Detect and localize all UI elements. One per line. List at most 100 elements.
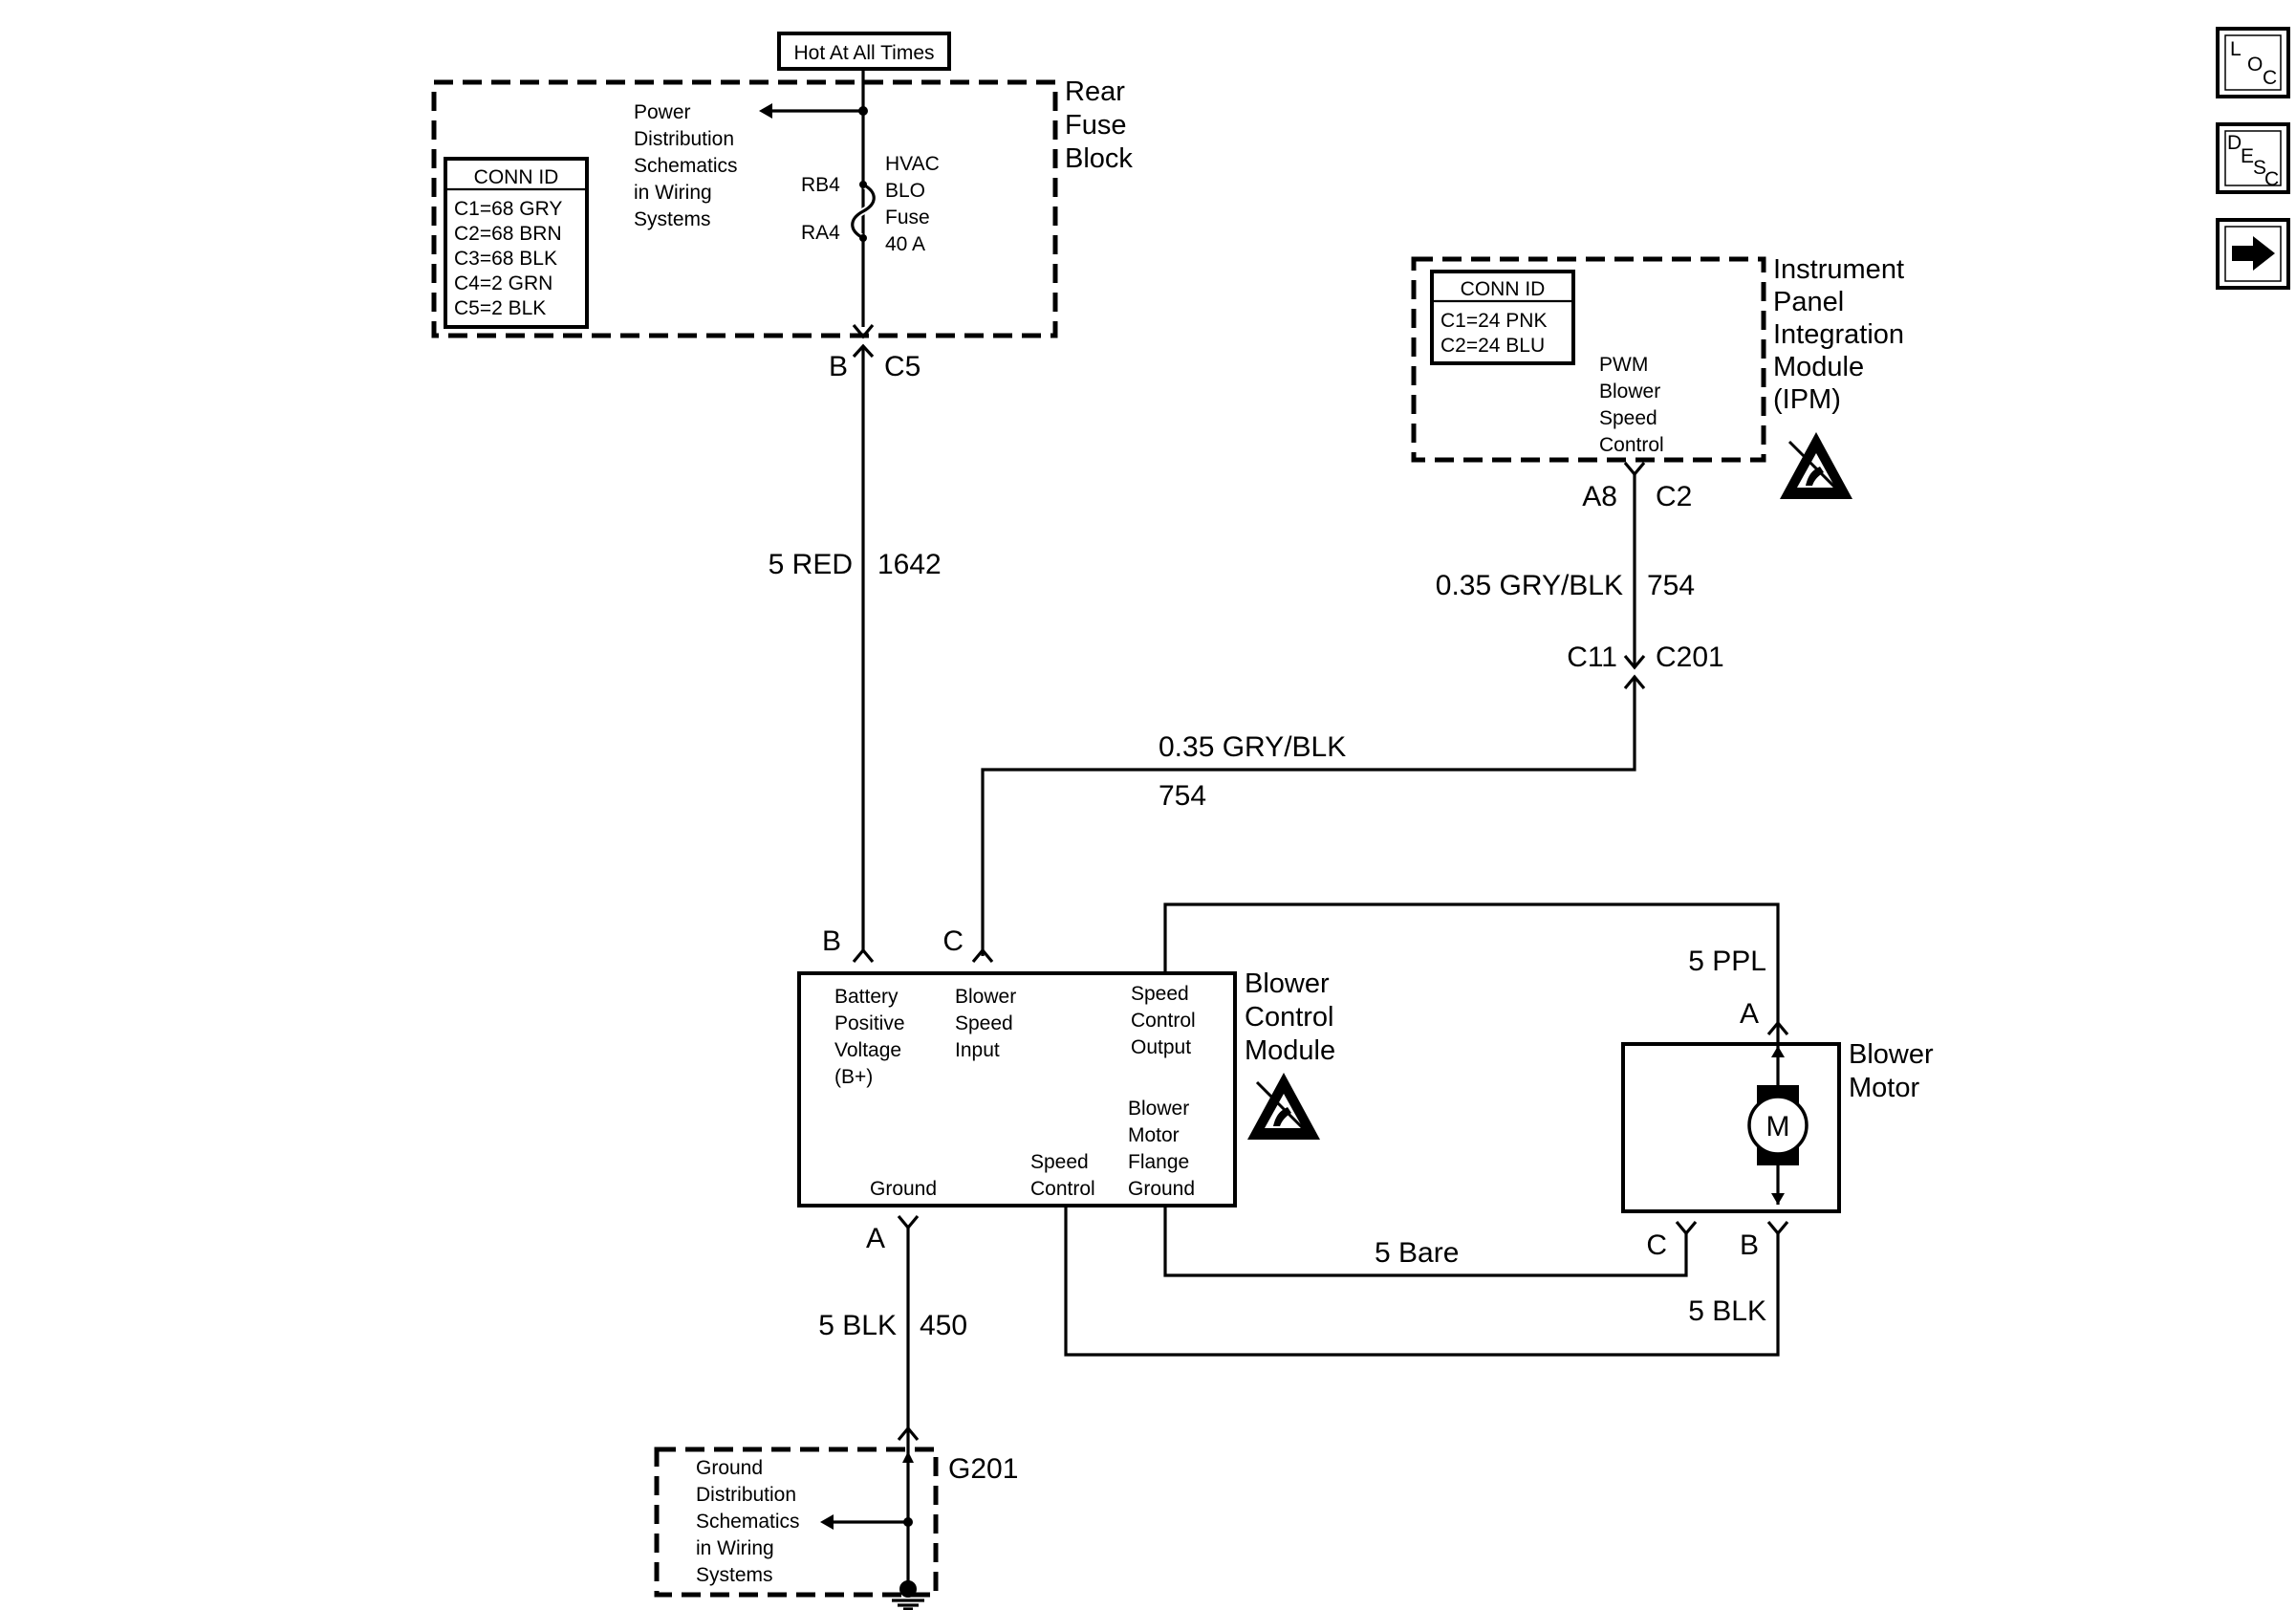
wire-450-size-color: 5 BLK [818, 1310, 897, 1341]
c201-connector: C201 [1656, 642, 1724, 673]
wire-754-upper-circuit: 754 [1647, 570, 1695, 601]
fuse-block-female-terminal-icon [852, 323, 875, 339]
fuse-block-out-connector: C5 [884, 351, 921, 382]
rear-fuse-block-title: Rear Fuse Block [1065, 76, 1133, 174]
svg-text:Control: Control [1030, 1178, 1095, 1200]
svg-text:Speed: Speed [1030, 1151, 1089, 1173]
svg-text:Rear: Rear [1065, 76, 1125, 107]
ground-distribution-reference: Ground Distribution Schematics in Wiring… [696, 1457, 800, 1586]
motor-pin-a: A [1740, 998, 1759, 1030]
svg-text:40 A: 40 A [885, 233, 925, 255]
svg-text:Instrument: Instrument [1773, 254, 1904, 285]
location-button[interactable]: L O C [2216, 27, 2290, 98]
bcm-pin-a-terminal-icon [897, 1214, 920, 1230]
svg-text:C: C [2263, 67, 2277, 89]
ipm-title: Instrument Panel Integration Module (IPM… [1773, 254, 1904, 415]
ipm-female-terminal-icon [1623, 461, 1646, 477]
wire-5-blk-return-label: 5 BLK [1688, 1295, 1766, 1327]
svg-text:Blower: Blower [1128, 1098, 1189, 1120]
wire-754-upper-size-color: 0.35 GRY/BLK [1436, 570, 1623, 601]
svg-text:L: L [2230, 38, 2242, 60]
ipm-out-connector: C2 [1656, 481, 1692, 512]
svg-text:Motor: Motor [1128, 1124, 1180, 1146]
esd-warning-icon [1780, 432, 1852, 499]
wire-5-ppl-size-color: 5 PPL [1688, 946, 1766, 977]
svg-text:Block: Block [1065, 143, 1133, 174]
blower-motor-title: Blower Motor [1849, 1039, 1934, 1103]
splice-dot-icon [903, 1517, 913, 1527]
svg-text:Blower: Blower [955, 986, 1016, 1008]
c201-female-terminal-icon [1623, 654, 1646, 670]
svg-text:Integration: Integration [1773, 319, 1904, 350]
svg-text:C5=2 BLK: C5=2 BLK [454, 297, 546, 319]
wire-754-lower [981, 677, 1636, 956]
svg-text:Input: Input [955, 1039, 1000, 1061]
right-arrow-icon [2232, 236, 2275, 271]
ipm-function-label: PWM Blower Speed Control [1599, 354, 1664, 456]
svg-text:Distribution: Distribution [634, 128, 734, 150]
svg-text:Motor: Motor [1849, 1073, 1919, 1103]
bcm-pin-c-terminal-icon [971, 947, 994, 964]
bcm-speed-output-label: Speed Control Output [1131, 983, 1196, 1058]
description-button[interactable]: D E S C [2216, 122, 2290, 194]
wire-450-circuit: 450 [920, 1310, 967, 1341]
power-distribution-arrow-icon [759, 103, 772, 119]
esd-warning-icon [1247, 1073, 1320, 1140]
bcm-pin-b-terminal-icon [852, 947, 875, 964]
svg-text:D: D [2227, 132, 2242, 154]
svg-text:Blower: Blower [1599, 381, 1660, 402]
bcm-speed-input-label: Blower Speed Input [955, 986, 1016, 1061]
ground-symbol-icon [892, 1599, 924, 1610]
svg-text:Control: Control [1245, 1002, 1334, 1033]
svg-text:Control: Control [1131, 1010, 1196, 1032]
svg-text:(B+): (B+) [834, 1066, 873, 1088]
motor-pin-a-terminal-icon [1766, 1020, 1789, 1036]
svg-text:Flange: Flange [1128, 1151, 1189, 1173]
blower-control-module-box [797, 971, 1237, 1208]
svg-text:Positive: Positive [834, 1012, 905, 1034]
svg-text:Blower: Blower [1245, 968, 1330, 999]
svg-text:Output: Output [1131, 1036, 1191, 1058]
bcm-pin-a: A [866, 1223, 885, 1254]
svg-text:Systems: Systems [634, 208, 711, 230]
motor-symbol: M [1766, 1111, 1790, 1142]
ground-id: G201 [948, 1453, 1018, 1485]
svg-text:Module: Module [1773, 352, 1864, 382]
next-page-button[interactable] [2216, 218, 2290, 290]
ground-eyelet-icon [899, 1580, 917, 1598]
wire-754-lower-circuit: 754 [1159, 780, 1206, 812]
svg-text:C3=68 BLK: C3=68 BLK [454, 248, 557, 270]
bcm-ground-label: Ground [870, 1178, 937, 1200]
svg-text:Distribution: Distribution [696, 1484, 796, 1506]
fuse-pin-bottom: RA4 [801, 222, 840, 244]
bcm-pin-b: B [822, 925, 841, 957]
bcm-battery-label: Battery Positive Voltage (B+) [834, 986, 905, 1088]
bcm-pin-c: C [942, 925, 964, 957]
svg-text:Voltage: Voltage [834, 1039, 901, 1061]
svg-text:Blower: Blower [1849, 1039, 1934, 1070]
svg-text:Schematics: Schematics [634, 155, 738, 177]
fuse-block-out-pin: B [829, 351, 848, 382]
fuse-label: HVAC BLO Fuse 40 A [885, 153, 940, 255]
fuse-block-conn-id-table: CONN ID C1=68 GRY C2=68 BRN C3=68 BLK C4… [444, 157, 589, 329]
power-source-label: Hot At All Times [793, 42, 934, 64]
svg-text:BLO: BLO [885, 180, 925, 202]
svg-text:O: O [2247, 54, 2263, 76]
motor-pin-c-terminal-icon [1675, 1220, 1698, 1236]
svg-text:in Wiring: in Wiring [634, 182, 712, 204]
fuse-pin-top: RB4 [801, 174, 840, 196]
ground-distribution-arrow-icon [820, 1514, 834, 1530]
svg-text:C4=2 GRN: C4=2 GRN [454, 272, 552, 294]
blower-control-module-title: Blower Control Module [1245, 968, 1335, 1066]
splice-dot-icon [858, 106, 868, 116]
svg-text:Schematics: Schematics [696, 1511, 800, 1533]
g201-terminal-icon [897, 1425, 920, 1442]
svg-text:C: C [2264, 168, 2279, 190]
wire-5-ppl [1163, 903, 1780, 1034]
motor-pin-c: C [1646, 1229, 1667, 1261]
svg-text:C2=68 BRN: C2=68 BRN [454, 223, 562, 245]
svg-text:PWM: PWM [1599, 354, 1648, 376]
ipm-conn-id-table: CONN ID C1=24 PNK C2=24 BLU [1430, 270, 1575, 365]
svg-text:CONN ID: CONN ID [474, 166, 559, 188]
svg-text:HVAC: HVAC [885, 153, 940, 175]
